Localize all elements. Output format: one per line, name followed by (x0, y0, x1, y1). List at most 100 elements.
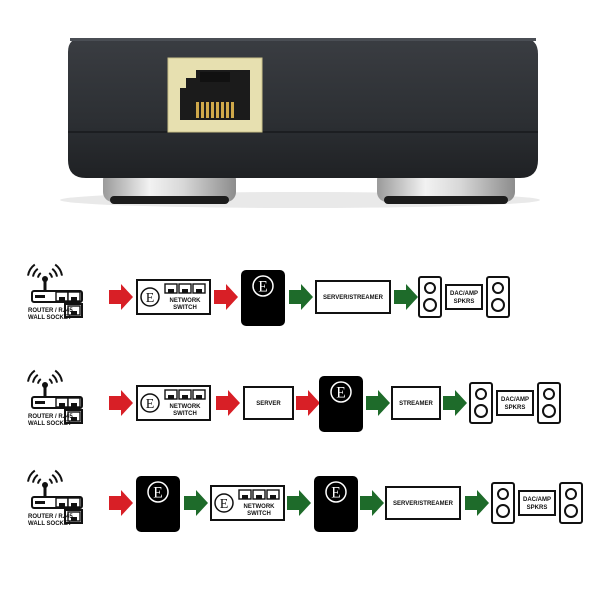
product-photo (60, 38, 540, 208)
logo-ring (325, 481, 347, 503)
logo-letter: E (336, 385, 345, 402)
mini-port-notch (59, 297, 65, 301)
rj45-pin (201, 102, 204, 118)
wifi-wave-left (32, 267, 39, 277)
speaker-woofer (542, 404, 556, 418)
switch-label: SWITCH (247, 511, 271, 517)
mini-port-notch (242, 495, 248, 499)
server-streamer-box-frame (385, 486, 461, 520)
logo-letter: E (153, 485, 162, 502)
router-label-line1: ROUTER / RJ45 (28, 308, 73, 314)
red-arrow (109, 390, 133, 416)
rj45-port-socket (200, 72, 230, 82)
mini-port-notch (71, 311, 77, 315)
mini-port-notch (71, 517, 77, 521)
green-arrow (366, 390, 390, 416)
dac-amp-label: DAC/AMP (523, 497, 551, 503)
device-black-box (241, 270, 285, 326)
server-box: SERVER (243, 386, 294, 420)
speaker-woofer (491, 298, 505, 312)
wifi-wave-right (51, 373, 58, 383)
logo-ring (147, 481, 169, 503)
device-black-box (136, 476, 180, 532)
rj45-pin (221, 102, 224, 118)
red-arrow (109, 490, 133, 516)
spkrs-label: SPKRS (527, 505, 548, 511)
server-streamer-box-label: SERVER/STREAMER (393, 501, 454, 507)
logo-letter: E (146, 291, 155, 306)
mini-port-notch (196, 289, 202, 293)
device-box: E (319, 376, 363, 432)
mini-port-notch (168, 395, 174, 399)
red-arrow (109, 284, 133, 310)
mini-port-notch (59, 503, 65, 507)
dac-amp-box (518, 490, 556, 516)
speaker-tweeter (497, 488, 509, 500)
wifi-wave-left (27, 263, 36, 276)
wifi-wave-left (37, 478, 42, 484)
rj45-port-pins (196, 102, 234, 118)
router-led (35, 295, 45, 298)
server-streamer-box: SERVER/STREAMER (315, 280, 391, 314)
red-arrow (296, 390, 320, 416)
dac-amp-box (445, 284, 483, 310)
mini-port-notch (270, 495, 276, 499)
rj45-pin (216, 102, 219, 118)
wifi-wave-left (32, 373, 39, 383)
switch-label: SWITCH (173, 411, 197, 417)
dac-amp-label: DAC/AMP (501, 397, 529, 403)
wifi-wave-left (32, 473, 39, 483)
mini-port-notch (196, 395, 202, 399)
streamer-box-frame (391, 386, 441, 420)
speaker-woofer (496, 504, 510, 518)
spkrs-label: SPKRS (505, 405, 526, 411)
server-streamer-box-label: SERVER/STREAMER (323, 295, 384, 301)
device-body (68, 38, 538, 178)
rj45-port (167, 57, 263, 133)
wifi-wave-right (51, 267, 58, 277)
network-label: NETWORK (170, 298, 202, 304)
speaker-tweeter (492, 282, 504, 294)
device-edge-highlight (70, 38, 536, 41)
router-label-line1: ROUTER / RJ45 (28, 414, 73, 420)
green-arrow (184, 490, 208, 516)
green-arrow (443, 390, 467, 416)
logo-letter: E (146, 397, 155, 412)
rj45-pin (226, 102, 229, 118)
wifi-wave-right (48, 378, 53, 384)
rj45-pin (196, 102, 199, 118)
right-foot-base (384, 196, 508, 204)
server-box-frame (243, 386, 294, 420)
device-box: E (314, 476, 358, 532)
router-label-line2: WALL SOCKET (28, 421, 72, 427)
streamer-box-label: STREAMER (399, 401, 433, 407)
router-label-line2: WALL SOCKET (28, 315, 72, 321)
logo-letter: E (220, 497, 229, 512)
server-streamer-box-frame (315, 280, 391, 314)
logo-letter: E (331, 485, 340, 502)
speaker-tweeter (543, 388, 555, 400)
rj45-pin (206, 102, 209, 118)
wifi-wave-left (27, 469, 36, 482)
wifi-wave-right (48, 272, 53, 278)
wifi-wave-left (37, 272, 42, 278)
speaker-woofer (474, 404, 488, 418)
mini-port-notch (71, 403, 77, 407)
mini-port-notch (71, 417, 77, 421)
spkrs-label: SPKRS (454, 299, 475, 305)
speaker-tweeter (475, 388, 487, 400)
router-label-line2: WALL SOCKET (28, 521, 72, 527)
device-black-box (319, 376, 363, 432)
rj45-pin (211, 102, 214, 118)
speaker-tweeter (565, 488, 577, 500)
